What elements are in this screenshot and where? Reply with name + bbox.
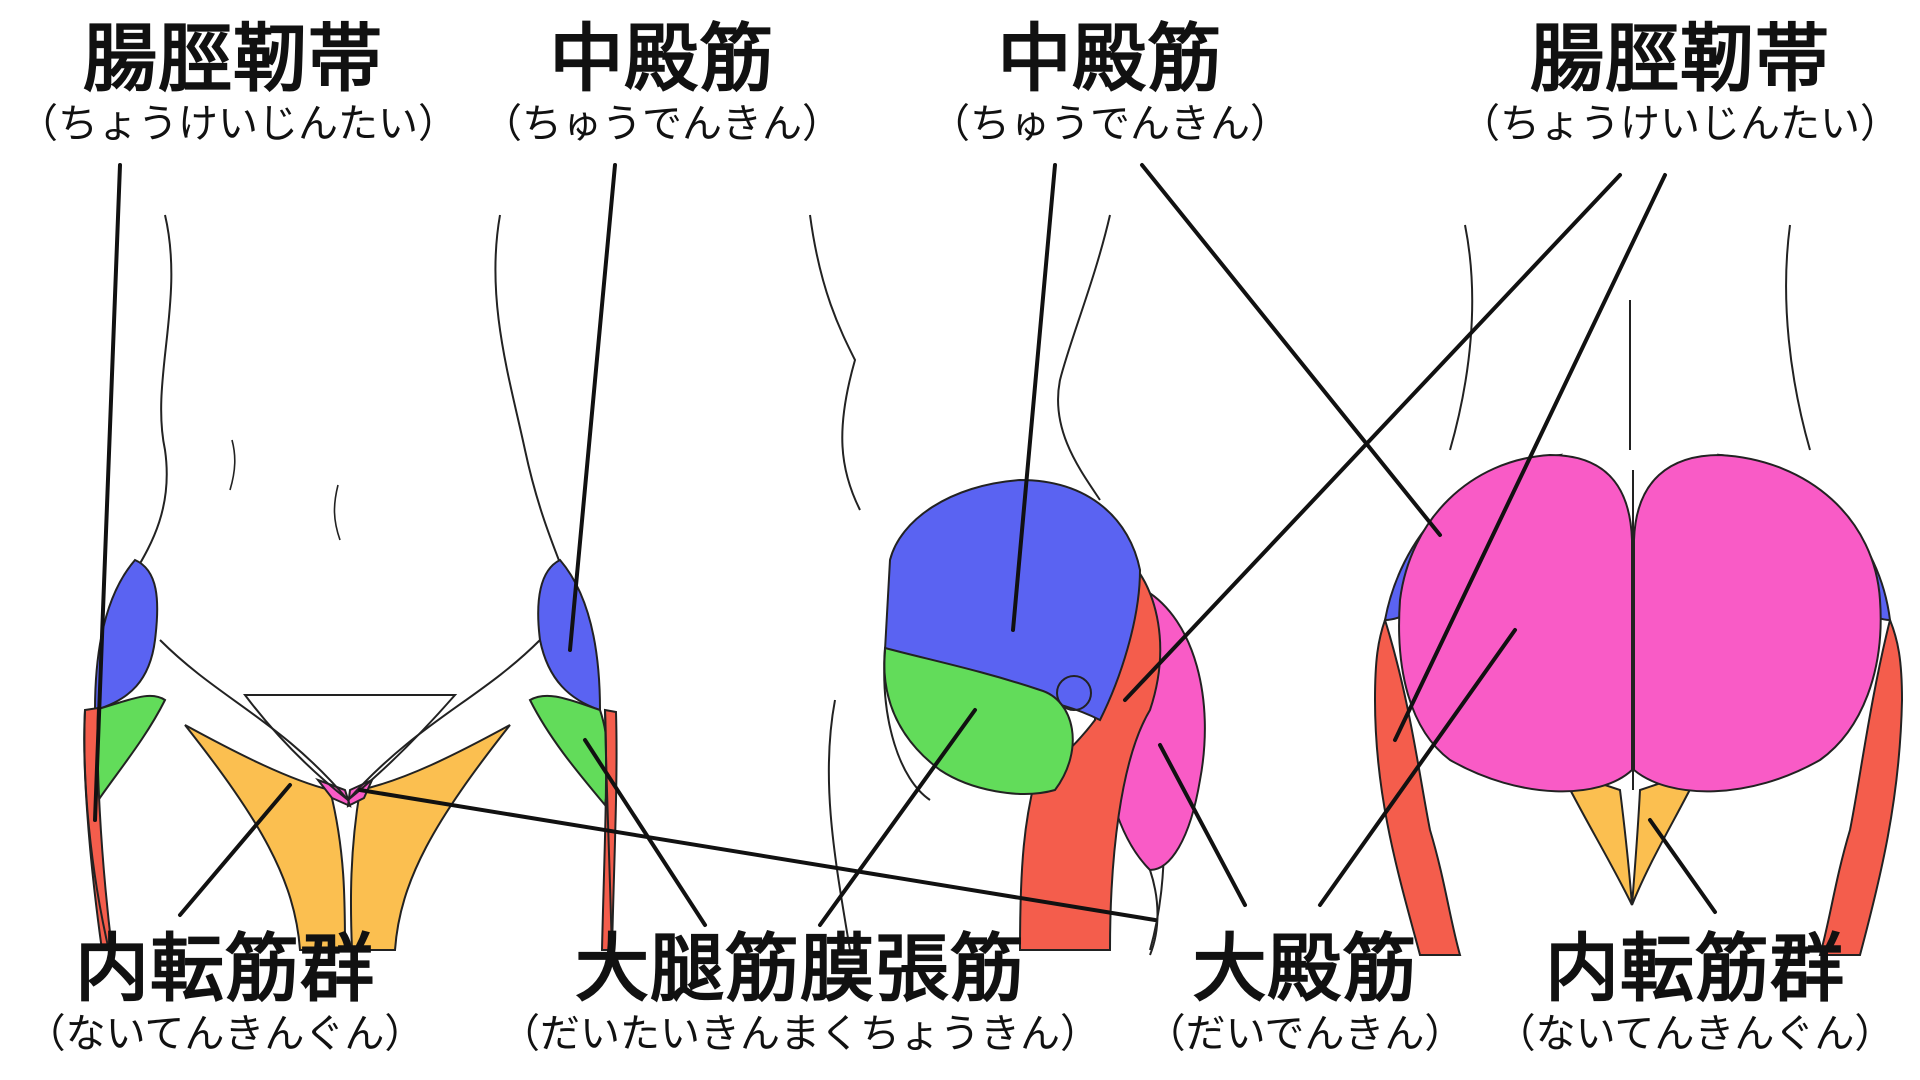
label-reading: （ちょうけいじんたい） [18,101,458,147]
leader-itb-back [1393,173,1667,742]
front-navel [229,439,341,541]
side-thigh-outline [883,649,1159,956]
label-reading: （ないてんきんぐん） [25,1011,425,1057]
label-main: 腸脛靭帯 [1530,16,1830,102]
label-gluteus-maximus: 大殿筋 （だいでんきん） [1140,932,1470,1054]
front-adductors-right [349,724,511,951]
leader-gmed-left [568,163,617,652]
front-tfl-right [528,694,610,808]
label-reading: （だいたいきんまくちょうきん） [500,1011,1100,1057]
leader-gmax-back2 [1318,628,1517,907]
side-trochanter-circle [1056,675,1092,711]
label-gluteus-medius-1: 中殿筋 （ちゅうでんきん） [472,22,852,144]
label-reading: （だいでんきん） [1145,1011,1465,1057]
front-gluteus-medius-left [93,558,159,712]
leader-tfl-front [583,738,707,927]
leader-lines [93,163,1717,927]
label-gluteus-medius-2: 中殿筋 （ちゅうでんきん） [920,22,1300,144]
leader-gmax-back [1140,163,1442,537]
label-main: 内転筋群 [1545,926,1845,1012]
leader-gmax-front [358,788,1157,922]
leader-add-right [1648,818,1717,914]
leader-gmed-side [1011,163,1057,632]
leader-tfl-side [818,708,977,927]
leader-itb-left [93,163,122,822]
label-reading: （ないてんきんぐん） [1495,1011,1895,1057]
label-main: 中殿筋 [549,16,775,102]
label-reading: （ちゅうでんきん） [482,101,842,147]
label-iliotibial-band-right: 腸脛靭帯 （ちょうけいじんたい） [1460,22,1900,144]
leader-itb-side [1123,173,1622,702]
front-adductors-left [184,724,347,951]
label-main: 腸脛靭帯 [83,16,383,102]
back-body-outline [1449,224,1811,451]
back-itb-right [1818,616,1904,956]
front-underwear-outline [242,694,458,802]
label-main: 大腿筋膜張筋 [575,926,1025,1012]
label-adductors-right: 内転筋群 （ないてんきんぐん） [1485,932,1905,1054]
label-main: 内転筋群 [75,926,375,1012]
front-gluteus-medius-right [537,558,602,712]
label-adductors-left: 内転筋群 （ないてんきんぐん） [15,932,435,1054]
label-tensor-fasciae-latae: 大腿筋膜張筋 （だいたいきんまくちょうきん） [500,932,1100,1054]
back-adductors [1558,768,1702,906]
side-tfl [883,646,1074,795]
label-reading: （ちょうけいじんたい） [1460,101,1900,147]
back-view [1373,224,1904,956]
front-torso-outline [124,214,571,591]
label-iliotibial-band-left: 腸脛靭帯 （ちょうけいじんたい） [18,16,458,147]
side-body-outline [809,214,1165,951]
label-main: 大殿筋 [1192,926,1418,1012]
leader-add-left [178,783,292,917]
back-gluteus-maximus-right [1633,453,1882,793]
front-view [83,214,618,956]
label-reading: （ちゅうでんきん） [930,101,1290,147]
leader-gmax-side [1158,743,1247,907]
label-main: 中殿筋 [997,16,1223,102]
side-view [809,214,1206,956]
